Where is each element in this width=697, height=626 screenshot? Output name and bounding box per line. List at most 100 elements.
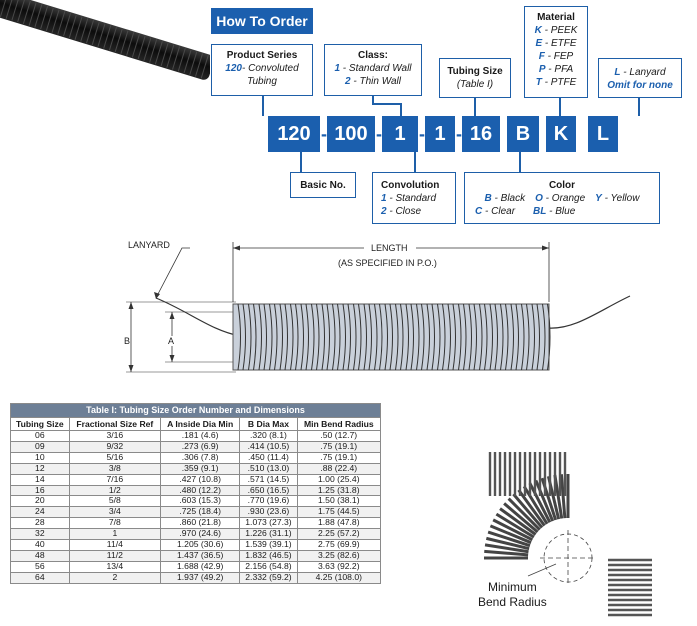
lanyard-opt-code: L — [614, 67, 621, 78]
bend-rib — [534, 479, 555, 522]
material-code: P — [538, 64, 546, 75]
material-name: - PEEK — [541, 25, 578, 36]
class-opt2-code: 2 — [345, 76, 351, 87]
convolution-opt1: - Standard — [386, 193, 437, 204]
table-cell: 1.226 (31.1) — [239, 528, 298, 541]
table-cell: 3/4 — [68, 506, 162, 519]
material-name: - PTFE — [541, 77, 577, 88]
table-header-cell: Fractional Size Ref — [68, 417, 162, 431]
photo-rib — [0, 0, 8, 18]
table-cell: 48 — [10, 549, 70, 562]
table-cell: 2.156 (54.8) — [239, 560, 298, 573]
bend-rib — [522, 485, 549, 525]
table-cell: 1 — [68, 528, 162, 541]
photo-rib — [108, 27, 117, 51]
code-box-series: 120 — [268, 116, 320, 152]
photo-rib — [126, 32, 135, 56]
table-cell: .306 (7.8) — [160, 451, 241, 464]
connector — [372, 96, 374, 104]
photo-rib — [200, 55, 209, 79]
tube-rib — [416, 303, 425, 371]
basic-no-label: Basic No. — [300, 180, 346, 191]
code-box-lanyard: L — [588, 116, 618, 152]
table-cell: .427 (10.8) — [160, 473, 241, 486]
convolution-title: Convolution — [381, 180, 440, 191]
convolution-opt1-code: 1 — [381, 193, 387, 204]
photo-rib — [22, 0, 31, 25]
class-title: Class: — [357, 50, 388, 61]
tube-rib — [510, 303, 519, 371]
bend-rib — [512, 493, 544, 529]
tube-rib — [300, 303, 309, 371]
length-note: (AS SPECIFIED IN P.O.) — [338, 258, 437, 268]
tube-rib — [311, 303, 320, 371]
product-series-desc-2: Tubing — [247, 76, 277, 87]
table-cell: .860 (21.8) — [160, 517, 241, 530]
material-item: E - ETFE — [525, 37, 587, 50]
bend-rib — [495, 512, 535, 539]
photo-rib — [160, 42, 169, 67]
photo-rib — [177, 48, 186, 72]
tube-rib — [521, 303, 530, 371]
table-cell: 1.25 (31.8) — [296, 484, 382, 497]
product-series-box: Product Series 120- Convoluted Tubing — [211, 44, 313, 96]
table-cell: 7/16 — [68, 473, 162, 486]
tube-rib — [447, 303, 456, 371]
connector — [262, 96, 264, 116]
code-box-convolution-2: 1 — [425, 116, 455, 152]
bend-rib — [484, 543, 529, 554]
product-series-code: 120 — [225, 63, 242, 74]
basic-no-box: Basic No. — [290, 172, 356, 198]
table-cell: .414 (10.5) — [239, 440, 298, 453]
table-cell: 2 — [68, 571, 162, 584]
convolution-box: Convolution 1 - Standard 2 - Close — [372, 172, 456, 224]
table-cell: 11/2 — [68, 549, 162, 562]
table-cell: .770 (19.6) — [239, 495, 298, 508]
table-cell: 2.332 (59.2) — [239, 571, 298, 584]
dim-b-label: B — [124, 336, 131, 346]
photo-rib — [183, 49, 192, 74]
photo-rib — [149, 39, 158, 63]
table-header-cell: B Dia Max — [239, 417, 298, 431]
photo-rib — [137, 35, 146, 60]
table-cell: 2.75 (69.9) — [296, 539, 382, 551]
table-cell: 12 — [10, 462, 70, 475]
table-cell: 3.25 (82.6) — [296, 549, 382, 562]
tube-rib — [426, 303, 435, 371]
table-cell: .510 (13.0) — [239, 462, 298, 475]
lanyard-label: LANYARD — [128, 240, 170, 250]
code-separator: - — [419, 124, 425, 144]
material-title: Material — [537, 12, 575, 23]
tube-rib — [342, 303, 351, 371]
tubing-size-table: Table I: Tubing Size Order Number and Di… — [10, 403, 382, 584]
connector — [638, 98, 640, 116]
tube-rib — [395, 303, 404, 371]
class-opt2: - Thin Wall — [350, 76, 401, 87]
table-cell: 09 — [10, 440, 70, 453]
table-cell: 1.539 (39.1) — [239, 539, 298, 551]
table-cell: 1.50 (38.1) — [296, 495, 382, 508]
photo-rib — [5, 0, 14, 19]
material-name: - ETFE — [542, 38, 577, 49]
product-series-title: Product Series — [226, 50, 298, 61]
table-cell: .603 (15.3) — [160, 495, 241, 508]
connector — [519, 152, 521, 172]
photo-rib — [51, 9, 60, 33]
table-cell: 10 — [10, 451, 70, 464]
bend-rib — [528, 482, 552, 524]
bend-rib — [487, 530, 531, 548]
table-cell: 64 — [10, 571, 70, 584]
table-header-cell: Min Bend Radius — [296, 417, 382, 431]
code-box-color: B — [507, 116, 539, 152]
table-cell: .930 (23.6) — [239, 506, 298, 519]
material-code: E — [535, 38, 543, 49]
connector — [414, 152, 416, 172]
tube-rib — [290, 303, 299, 371]
table-cell: 06 — [10, 430, 70, 442]
